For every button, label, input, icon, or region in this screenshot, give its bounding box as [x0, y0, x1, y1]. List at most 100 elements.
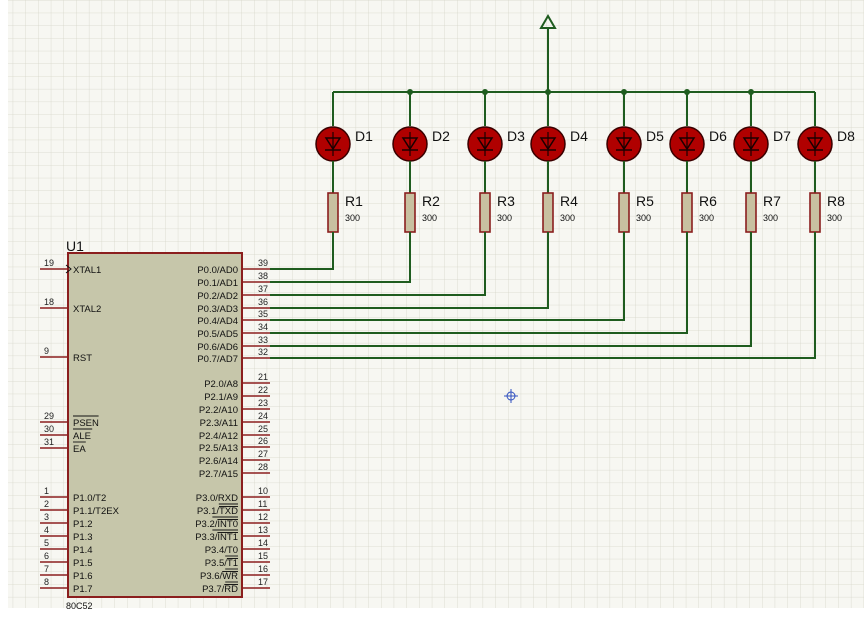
chip-pin-left-name: P1.0/T2: [73, 493, 106, 504]
chip-pin-left-number: 1: [44, 486, 49, 496]
resistor-5: [618, 192, 630, 233]
chip-pin-right-name: P3.7/RD: [202, 584, 238, 595]
chip-pin-left-name: XTAL2: [73, 304, 101, 315]
resistor-7: [745, 192, 757, 233]
chip-pin-right-number: 14: [258, 538, 268, 548]
chip-pin-right-number: 21: [258, 372, 268, 382]
resistor-value: 300: [345, 213, 360, 223]
chip-pin-right-number: 22: [258, 385, 268, 395]
led-label: D7: [773, 128, 791, 144]
chip-pin-right-name: P2.0/A8: [204, 379, 238, 390]
chip-pin-left-number: 5: [44, 538, 49, 548]
chip-pin-right-name: P2.7/A15: [199, 469, 238, 480]
chip-pin-left-number: 30: [44, 424, 54, 434]
chip-pin-left-name: P1.6: [73, 571, 93, 582]
chip-pin-right-number: 25: [258, 424, 268, 434]
chip-pin-right-number: 26: [258, 436, 268, 446]
resistor-label: R2: [422, 193, 440, 209]
chip-pin-left-number: 7: [44, 564, 49, 574]
led-label: D1: [355, 128, 373, 144]
led-label: D6: [709, 128, 727, 144]
chip-pin-right-number: 33: [258, 335, 268, 345]
chip-pin-right-number: 13: [258, 525, 268, 535]
resistor-value: 300: [827, 213, 842, 223]
led-label: D3: [507, 128, 525, 144]
chip-pin-right-name: P3.3/INT1: [195, 532, 238, 543]
chip-pin-right-number: 12: [258, 512, 268, 522]
resistor-label: R5: [636, 193, 654, 209]
chip-pin-right-name: P0.6/AD6: [197, 342, 238, 353]
chip-pin-left-name: P1.2: [73, 519, 93, 530]
chip-pin-left-name: ALE: [73, 431, 91, 442]
chip-part-label: 80C52: [66, 601, 93, 611]
chip-pin-right-number: 23: [258, 398, 268, 408]
chip-pin-right-name: P3.1/TXD: [197, 506, 238, 517]
chip-pin-right-number: 37: [258, 284, 268, 294]
resistor-label: R7: [763, 193, 781, 209]
led-label: D8: [837, 128, 855, 144]
bottom-margin: [0, 608, 864, 622]
resistor-label: R3: [497, 193, 515, 209]
chip-pin-left-number: 2: [44, 499, 49, 509]
chip-pin-right-number: 10: [258, 486, 268, 496]
resistor-value: 300: [497, 213, 512, 223]
chip-pin-right-name: P0.4/AD4: [197, 316, 238, 327]
chip-body: [67, 252, 243, 598]
chip-pin-right-number: 32: [258, 347, 268, 357]
p0-signal-wire: [270, 232, 549, 309]
power-terminal-icon: [539, 14, 557, 29]
chip-pin-right-name: P2.6/A14: [199, 456, 238, 467]
chip-pin-right-name: P3.4/T0: [205, 545, 238, 556]
chip-pin-right-number: 34: [258, 322, 268, 332]
led-label: D2: [432, 128, 450, 144]
chip-pin-left-number: 3: [44, 512, 49, 522]
chip-pin-right-name: P0.0/AD0: [197, 265, 238, 276]
chip-pin-right-number: 39: [258, 258, 268, 268]
chip-pin-right-number: 16: [258, 564, 268, 574]
chip-pin-left-number: 6: [44, 551, 49, 561]
chip-pin-left-name: PSEN: [73, 418, 99, 429]
chip-pin-left-number: 19: [44, 258, 54, 268]
resistor-6: [681, 192, 693, 233]
chip-pin-right-name: P0.1/AD1: [197, 278, 238, 289]
p0-signal-wire: [270, 232, 816, 359]
p0-signal-wire: [270, 232, 625, 321]
resistor-3: [479, 192, 491, 233]
chip-pin-left-number: 18: [44, 297, 54, 307]
chip-pin-left-number: 9: [44, 346, 49, 356]
chip-pin-left-name: RST: [73, 353, 92, 364]
resistor-4: [542, 192, 554, 233]
chip-pin-left-number: 29: [44, 411, 54, 421]
chip-pin-right-number: 24: [258, 411, 268, 421]
resistor-value: 300: [699, 213, 714, 223]
p0-signal-wire: [270, 232, 411, 283]
led-label: D4: [570, 128, 588, 144]
resistor-value: 300: [763, 213, 778, 223]
chip-pin-left-name: P1.1/T2EX: [73, 506, 120, 517]
chip-pin-right-name: P2.5/A13: [199, 443, 238, 454]
chip-pin-left-name: P1.3: [73, 532, 93, 543]
led-label: D5: [646, 128, 664, 144]
chip-pin-right-number: 27: [258, 449, 268, 459]
resistor-label: R4: [560, 193, 578, 209]
chip-pin-left-name: XTAL1: [73, 265, 101, 276]
chip-pin-right-name: P0.5/AD5: [197, 329, 238, 340]
chip-pin-right-number: 11: [258, 499, 267, 509]
resistor-2: [404, 192, 416, 233]
resistor-value: 300: [560, 213, 575, 223]
chip-pin-left-name: P1.7: [73, 584, 93, 595]
chip-pin-right-number: 36: [258, 297, 268, 307]
clock-arrow-icon: [65, 264, 72, 274]
p0-signal-wire: [270, 232, 334, 270]
resistor-1: [327, 192, 339, 233]
chip-pin-right-name: P3.5/T1: [205, 558, 238, 569]
resistor-label: R8: [827, 193, 845, 209]
chip-pin-right-number: 38: [258, 271, 268, 281]
chip-pin-left-number: 31: [44, 437, 54, 447]
chip-pin-right-name: P2.4/A12: [199, 431, 238, 442]
chip-pin-right-name: P0.2/AD2: [197, 291, 238, 302]
chip-pin-right-name: P2.3/A11: [200, 418, 238, 429]
chip-pin-right-name: P0.7/AD7: [197, 354, 238, 365]
